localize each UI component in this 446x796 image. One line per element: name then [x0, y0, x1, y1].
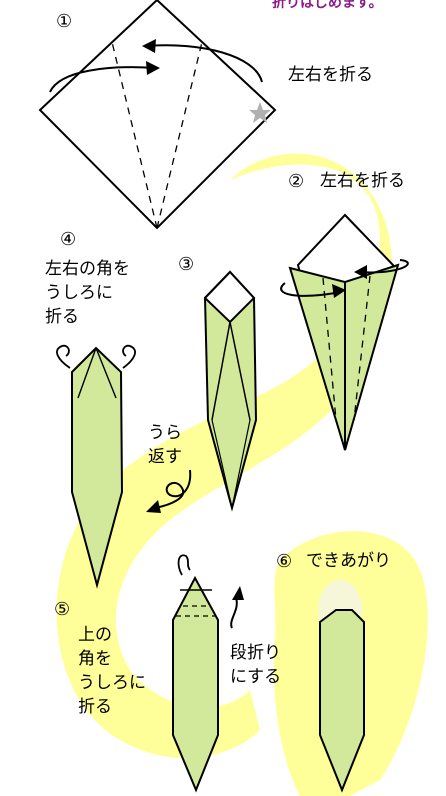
turn-over-line1: うら — [148, 423, 182, 443]
step2-crease-right — [353, 275, 371, 421]
pleat-fold-line2: にする — [230, 667, 282, 687]
arrowhead-icon — [146, 500, 161, 513]
step5-number: ⑤ — [54, 599, 71, 620]
arrowhead-icon — [354, 265, 367, 279]
step1-figure — [38, 0, 277, 230]
step1-arrow-left — [147, 44, 263, 83]
step4-label-line3: 折る — [45, 307, 79, 327]
step3-top-diamond — [203, 270, 256, 324]
step5-body — [172, 575, 219, 793]
arrowhead-icon — [232, 586, 244, 600]
step4-label-line2: うしろに — [45, 283, 113, 303]
step1-arrow-right — [49, 66, 156, 93]
step2-crease-left — [322, 277, 337, 421]
step3-inner-line — [231, 419, 251, 509]
header-note: 折りはじめます。 — [272, 0, 383, 11]
step3-inner-line — [211, 419, 233, 509]
step4-label-line1: 左右の角を — [45, 259, 130, 279]
step2-right-flap — [344, 263, 400, 451]
step6-label: できあがり — [306, 551, 391, 571]
pleat-fold-line1: 段折り — [230, 643, 281, 663]
step2-label: 左右を折る — [320, 171, 405, 191]
step5-figure — [172, 554, 244, 793]
step5-label-line4: 折る — [78, 697, 112, 717]
step6-body — [319, 609, 365, 793]
arrowhead-icon — [332, 284, 346, 298]
step4-number: ④ — [60, 229, 77, 250]
step5-label-line2: 角を — [78, 649, 112, 669]
step6-number: ⑥ — [276, 551, 293, 572]
step3-inner-line — [211, 321, 231, 421]
step2-number: ② — [288, 171, 305, 192]
step4-fold-back-arrow-left — [56, 344, 71, 369]
step2-arrow-left — [280, 282, 341, 297]
arrowhead-icon — [146, 61, 160, 75]
step5-label-line3: うしろに — [78, 673, 146, 693]
pleat-arrow — [230, 597, 238, 629]
step2-arrow-right — [359, 259, 409, 274]
step5-label-line1: 上の — [78, 625, 112, 645]
step3-figure — [203, 270, 258, 512]
step6-figure — [318, 580, 365, 793]
turn-over-arrow — [146, 469, 192, 513]
step3-number: ③ — [178, 254, 195, 275]
star-icon — [249, 102, 271, 123]
arrowhead-icon — [142, 39, 156, 53]
step5-fold-back-arrow — [177, 554, 191, 576]
turn-over-line2: 返す — [148, 447, 182, 467]
step4-figure — [56, 344, 136, 589]
step1-square — [38, 0, 277, 230]
step4-fold-back-arrow-right — [122, 344, 136, 369]
step1-crease-left — [111, 41, 158, 229]
step4-inner-line — [77, 347, 97, 399]
step2-figure — [280, 213, 409, 451]
step1-crease-right — [156, 41, 203, 229]
step1-number: ① — [56, 11, 73, 32]
step4-inner-line — [95, 347, 117, 399]
step3-inner-line — [229, 321, 251, 421]
step1-label: 左右を折る — [288, 65, 373, 85]
